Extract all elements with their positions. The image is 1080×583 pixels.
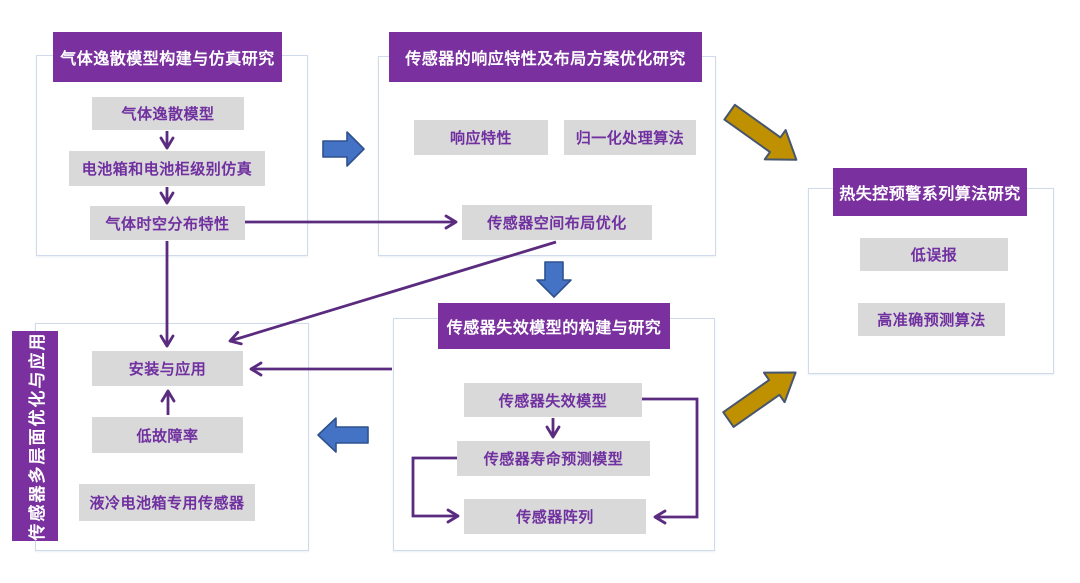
node-gas-escape-model: 气体逸散模型: [92, 97, 244, 130]
node-response-characteristics: 响应特性: [414, 120, 548, 155]
node-sensor-failure-model: 传感器失效模型: [464, 383, 642, 417]
thermal-warning-title: 热失控预警系列算法研究: [833, 168, 1027, 216]
gold-arrow-down-right-icon: [723, 103, 798, 161]
blue-arrow-down-icon: [536, 261, 572, 298]
node-normalization-algorithm: 归一化处理算法: [564, 120, 696, 155]
blue-arrow-right-icon: [322, 131, 365, 167]
node-gas-distribution: 气体时空分布特性: [90, 206, 245, 240]
sensor-response-title: 传感器的响应特性及布局方案优化研究: [389, 32, 702, 82]
node-low-failure-rate: 低故障率: [92, 417, 243, 453]
node-sensor-layout-optimization: 传感器空间布局优化: [462, 205, 652, 240]
node-high-accuracy-prediction: 高准确预测算法: [858, 303, 1005, 336]
node-sensor-array: 传感器阵列: [464, 499, 646, 534]
node-installation-application: 安装与应用: [92, 351, 243, 386]
gas-model-title: 气体逸散模型构建与仿真研究: [53, 32, 282, 82]
blue-arrow-left-icon: [317, 417, 369, 453]
gold-arrow-up-right-icon: [722, 371, 797, 428]
node-low-false-alarm: 低误报: [860, 238, 1008, 271]
sensor-application-title: 传感器多层面优化与应用: [12, 331, 58, 541]
node-battery-box-simulation: 电池箱和电池柜级别仿真: [69, 151, 265, 186]
thermal-warning-section: [808, 188, 1054, 374]
node-liquid-cooled-sensor: 液冷电池箱专用传感器: [79, 484, 255, 521]
node-sensor-life-prediction: 传感器寿命预测模型: [457, 441, 650, 476]
sensor-failure-title: 传感器失效模型的构建与研究: [438, 303, 670, 349]
